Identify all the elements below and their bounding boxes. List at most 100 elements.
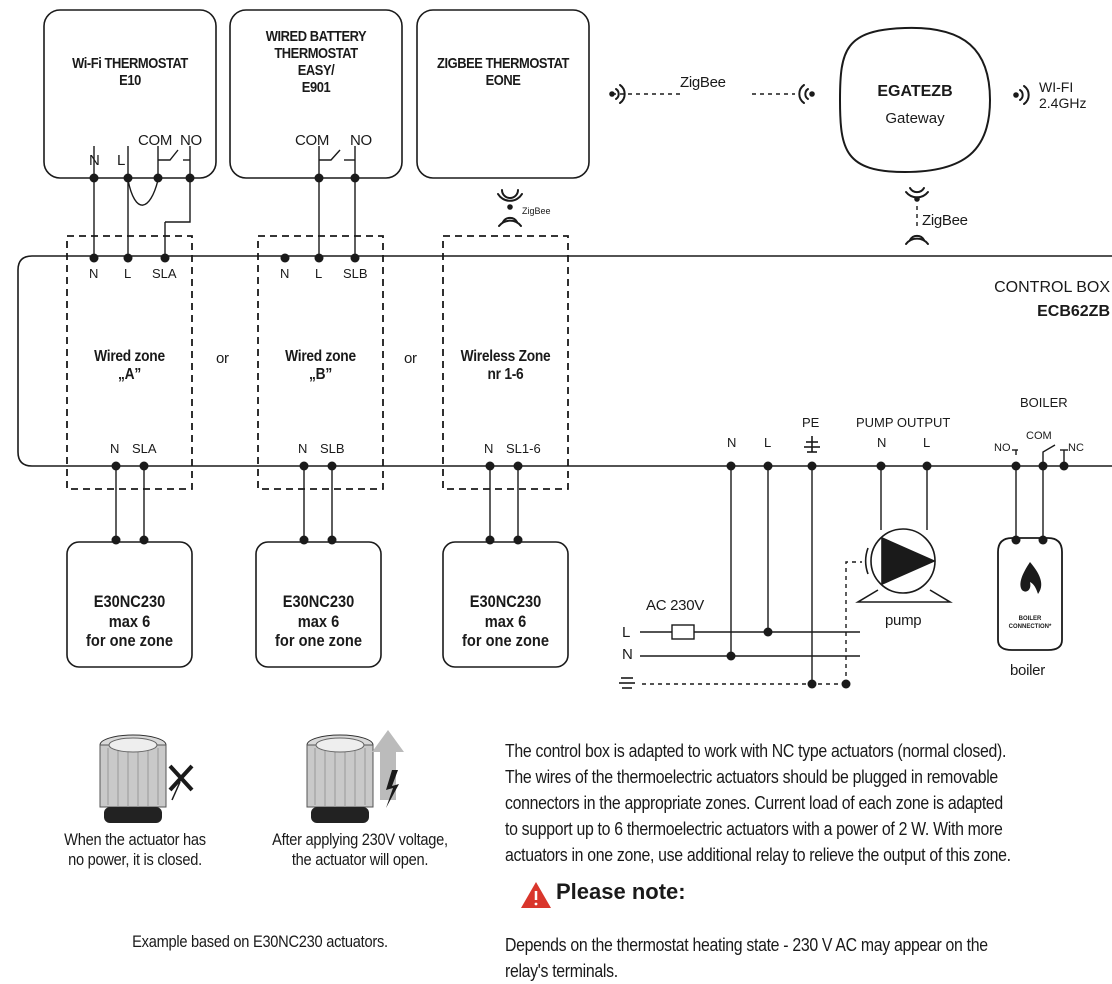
pump-terminal: N xyxy=(877,435,887,450)
zone-terminal: SLB xyxy=(343,266,368,281)
example-caption: Example based on E30NC230 actuators. xyxy=(132,932,388,951)
control-box-label: CONTROL BOX xyxy=(994,279,1110,296)
zone-a-name: Wired zone „A” xyxy=(76,348,184,385)
zone-terminal: SLB xyxy=(320,441,345,456)
or-label: or xyxy=(216,350,229,367)
signal-icon-zigbee-thermostat xyxy=(497,189,523,227)
actuator-line: for one zone xyxy=(462,631,549,651)
zone-line: Wireless Zone xyxy=(460,348,551,365)
zone-line: Wired zone xyxy=(94,348,165,365)
actuator-line: E30NC230 xyxy=(282,592,355,611)
actuator-line: max 6 xyxy=(297,611,340,631)
pump-icon xyxy=(855,528,953,603)
description-line: connectors in the appropriate zones. Cur… xyxy=(505,793,1003,813)
signal-icon-right xyxy=(798,84,815,104)
pump-terminal: L xyxy=(923,435,931,450)
actuator-line: for one zone xyxy=(275,631,362,651)
title-line: EASY/ xyxy=(297,62,335,79)
title-line: ZIGBEE THERMOSTAT xyxy=(437,55,569,72)
zigbee-link-label: ZigBee xyxy=(680,74,726,91)
gateway-name: EGATEZB xyxy=(877,83,953,100)
note-line: relay's terminals. xyxy=(505,961,618,981)
pump-output-label: PUMP OUTPUT xyxy=(856,415,951,430)
l-label: L xyxy=(622,624,631,641)
caption-open: After applying 230V voltage, the actuato… xyxy=(261,830,459,869)
actuator-box-1 xyxy=(66,541,193,668)
wifi-label: WI-FI 2.4GHz xyxy=(1039,79,1086,111)
description-line: The wires of the thermoelectric actuator… xyxy=(505,767,998,787)
boiler-badge-text: BOILER CONNECTION* xyxy=(998,615,1062,631)
control-box-outline xyxy=(17,255,1112,467)
caption-line: the actuator will open. xyxy=(291,849,429,869)
gateway-sub: Gateway xyxy=(885,110,945,127)
description-text: The control box is adapted to work with … xyxy=(505,738,1011,868)
zone-terminal: N xyxy=(298,441,308,456)
actuator-line: for one zone xyxy=(86,631,173,651)
wifi-line: WI-FI xyxy=(1039,79,1074,95)
actuator-box-text-2: E30NC230 max 6 for one zone xyxy=(265,592,373,651)
boiler-title: BOILER xyxy=(1020,395,1068,410)
actuator-line: E30NC230 xyxy=(93,592,166,611)
wifi-line: 2.4GHz xyxy=(1039,95,1087,111)
description-line: to support up to 6 thermoelectric actuat… xyxy=(505,819,1003,839)
zone-terminal: L xyxy=(315,266,323,281)
boiler-com: COM xyxy=(1026,430,1052,442)
signal-icon-wifi xyxy=(1013,85,1030,105)
control-box-model: ECB62ZB xyxy=(1037,303,1110,320)
description-line: The control box is adapted to work with … xyxy=(505,741,1007,761)
power-terminal: L xyxy=(764,435,772,450)
zigbee-gateway-label: ZigBee xyxy=(922,212,968,229)
thermostat-title-zigbee: ZIGBEE THERMOSTAT EONE xyxy=(429,55,577,89)
actuator-open-illustration xyxy=(306,730,404,823)
zone-line: „A” xyxy=(118,366,141,384)
zone-terminal: SLA xyxy=(132,441,157,456)
title-line: WIRED BATTERY xyxy=(265,28,367,45)
zone-b-name: Wired zone „B” xyxy=(267,348,375,385)
actuator-line: max 6 xyxy=(108,611,151,631)
zigbee-small-label: ZigBee xyxy=(522,206,551,216)
zone-b-dashed xyxy=(257,235,384,490)
or-label: or xyxy=(404,350,417,367)
power-terminal: N xyxy=(727,435,737,450)
ac-label: AC 230V xyxy=(646,597,704,614)
terminal-label: NO xyxy=(350,132,372,149)
thermostat-title-wired: WIRED BATTERY THERMOSTAT EASY/ E901 xyxy=(242,28,390,96)
gateway-box xyxy=(838,26,992,174)
actuator-box-text-3: E30NC230 max 6 for one zone xyxy=(452,592,560,651)
zone-wireless-name: Wireless Zone nr 1-6 xyxy=(452,348,560,385)
zone-terminal: SLA xyxy=(152,266,177,281)
terminal-label: N xyxy=(89,152,100,169)
terminal-label: COM xyxy=(295,132,330,149)
zone-line: „B” xyxy=(309,366,332,384)
caption-closed: When the actuator has no power, it is cl… xyxy=(53,830,216,869)
signal-icon-left xyxy=(609,84,626,104)
title-line: THERMOSTAT xyxy=(274,45,358,62)
zone-terminal: N xyxy=(280,266,290,281)
note-title: Please note: xyxy=(556,879,686,904)
thermostat-title-wifi: Wi-Fi THERMOSTAT E10 xyxy=(56,55,204,89)
warning-icon xyxy=(521,882,551,908)
actuator-line: E30NC230 xyxy=(469,592,542,611)
title-line: E901 xyxy=(301,79,331,96)
badge-line: CONNECTION* xyxy=(1008,624,1052,630)
badge-line: BOILER xyxy=(1018,616,1042,622)
note-text: Depends on the thermostat heating state … xyxy=(505,932,988,984)
zone-a-dashed xyxy=(66,235,193,490)
title-line: Wi-Fi THERMOSTAT xyxy=(72,55,188,72)
actuator-box-text-1: E30NC230 max 6 for one zone xyxy=(76,592,184,651)
zone-terminal: N xyxy=(484,441,494,456)
caption-line: After applying 230V voltage, xyxy=(272,830,448,849)
pe-label: PE xyxy=(802,415,820,430)
caption-line: no power, it is closed. xyxy=(68,849,202,869)
boiler-no: NO xyxy=(994,442,1011,454)
boiler-nc: NC xyxy=(1068,442,1084,454)
title-line: EONE xyxy=(485,72,521,89)
pump-label: pump xyxy=(885,612,922,629)
actuator-box-3 xyxy=(442,541,569,668)
terminal-label: COM xyxy=(138,132,173,149)
title-line: E10 xyxy=(119,72,141,89)
zone-terminal: N xyxy=(110,441,120,456)
signal-icon-gateway xyxy=(905,187,929,245)
note-line: Depends on the thermostat heating state … xyxy=(505,935,988,955)
actuator-closed-illustration xyxy=(99,734,194,823)
